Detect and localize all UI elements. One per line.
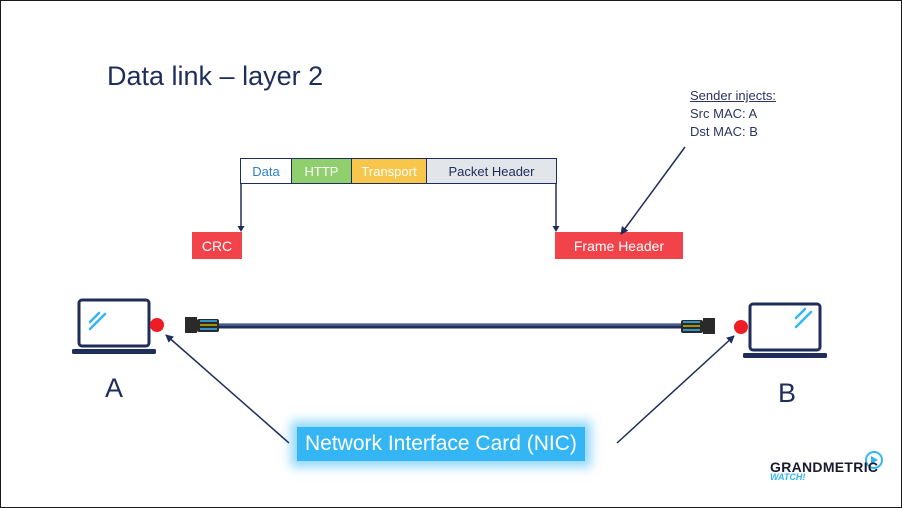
annotation-heading: Sender injects: [690, 88, 776, 103]
frame-connector-arrowhead [552, 226, 560, 232]
brand-sub: WATCH! [770, 472, 806, 482]
slide-title: Data link – layer 2 [107, 61, 324, 91]
laptop-icon [72, 298, 156, 354]
ethernet-plug-icon [681, 318, 715, 334]
frame-header-box: Frame Header [555, 232, 683, 259]
device-b-label: B [778, 378, 797, 408]
annotation-src-mac: Src MAC: A [690, 106, 758, 121]
sender-annotation: Sender injects: Src MAC: A Dst MAC: B [690, 87, 776, 141]
play-icon [865, 451, 883, 469]
annotation-dst-mac: Dst MAC: B [690, 124, 758, 139]
packet-cell-data: Data [240, 158, 292, 184]
nic-label: Network Interface Card (NIC) [297, 427, 585, 461]
packet-cell-transport: Transport [351, 158, 427, 184]
nic-dot-a [150, 318, 164, 332]
packet-cell-header: Packet Header [426, 158, 557, 184]
device-a-label: A [105, 373, 124, 403]
nic-dot-b [734, 320, 748, 334]
crc-box: CRC [192, 232, 242, 259]
annotation-arrow [620, 146, 686, 235]
ethernet-plug-icon [185, 317, 219, 333]
nic-arrow-right [616, 335, 735, 444]
nic-arrow-left [165, 334, 290, 444]
brand-logo: GRANDMETRIC [770, 459, 879, 475]
crc-connector-arrowhead [237, 226, 245, 232]
laptop-icon [743, 302, 827, 358]
